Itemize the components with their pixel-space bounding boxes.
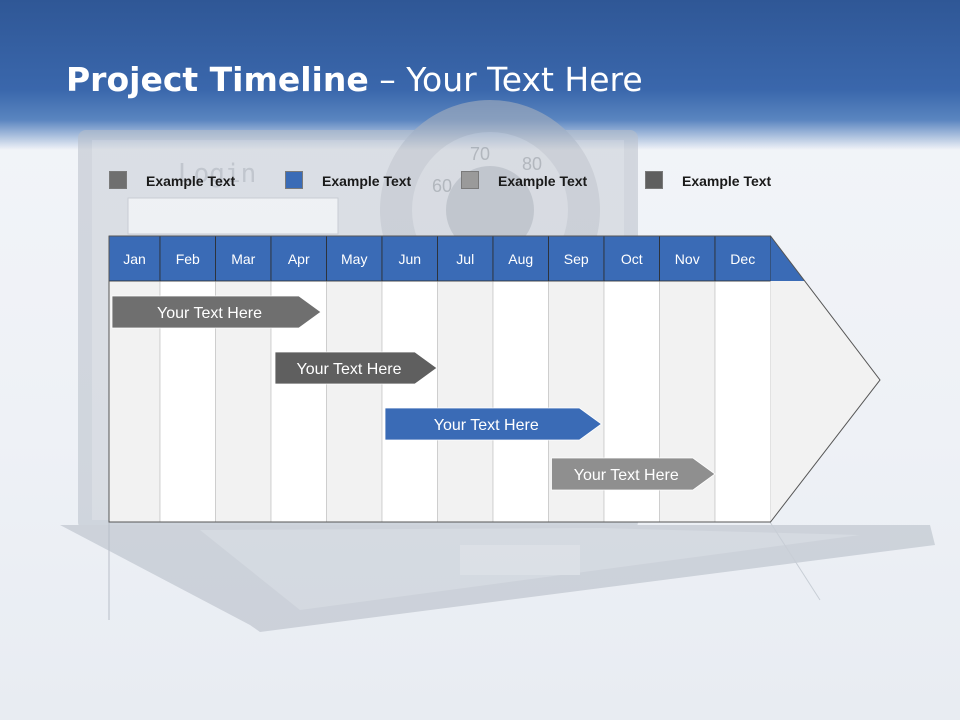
month-label: Apr (288, 251, 310, 267)
task-arrow: Your Text Here (384, 407, 603, 441)
task-label: Your Text Here (157, 305, 262, 322)
legend-label: Example Text (498, 173, 588, 189)
month-header-cell (270, 235, 327, 282)
task-arrow-shape (551, 457, 716, 491)
month-column (492, 280, 549, 523)
dial-number: 80 (522, 154, 542, 174)
legend-swatch (285, 171, 303, 189)
month-label: Sep (564, 251, 589, 267)
month-label: Dec (730, 251, 755, 267)
month-label: Aug (508, 251, 533, 267)
legend-label: Example Text (682, 173, 772, 189)
legend-label: Example Text (322, 173, 412, 189)
legend-swatch (645, 171, 663, 189)
month-header-cell (659, 235, 716, 282)
month-header-cell (381, 235, 438, 282)
task-arrow-shape (274, 351, 438, 385)
month-header-cell (548, 235, 605, 282)
timeline-outline (108, 235, 881, 523)
month-label: Oct (621, 251, 643, 267)
task-arrow: Your Text Here (111, 295, 322, 329)
task-label: Your Text Here (434, 417, 539, 434)
month-label: Jan (123, 251, 146, 267)
month-label: Jul (456, 251, 474, 267)
legend-swatch (461, 171, 479, 189)
month-column (437, 280, 494, 523)
title-rest: – Your Text Here (368, 60, 643, 99)
month-label: Feb (176, 251, 200, 267)
task-arrow: Your Text Here (274, 351, 438, 385)
month-column (381, 280, 438, 523)
legend-label: Example Text (146, 173, 236, 189)
month-header-cell (215, 235, 272, 282)
month-label: Jun (398, 251, 421, 267)
task-label: Your Text Here (574, 467, 679, 484)
month-label: Mar (231, 251, 255, 267)
month-label: May (341, 251, 367, 267)
legend-swatch (109, 171, 127, 189)
month-header-cell (159, 235, 216, 282)
dial-number: 60 (432, 176, 452, 196)
month-label: Nov (675, 251, 700, 267)
dial-number: 70 (470, 144, 490, 164)
month-header-cell (603, 235, 660, 282)
task-arrow-shape (384, 407, 603, 441)
month-column (714, 280, 771, 523)
task-label: Your Text Here (297, 361, 402, 378)
timeline-arrow-head (770, 236, 880, 522)
page-title: Project Timeline – Your Text Here (66, 60, 643, 99)
task-arrow-shape (111, 295, 322, 329)
task-arrow: Your Text Here (551, 457, 716, 491)
month-column (326, 280, 383, 523)
month-header-cell (714, 235, 771, 282)
screen-login-text: Login (178, 159, 256, 189)
title-bold: Project Timeline (66, 60, 369, 99)
